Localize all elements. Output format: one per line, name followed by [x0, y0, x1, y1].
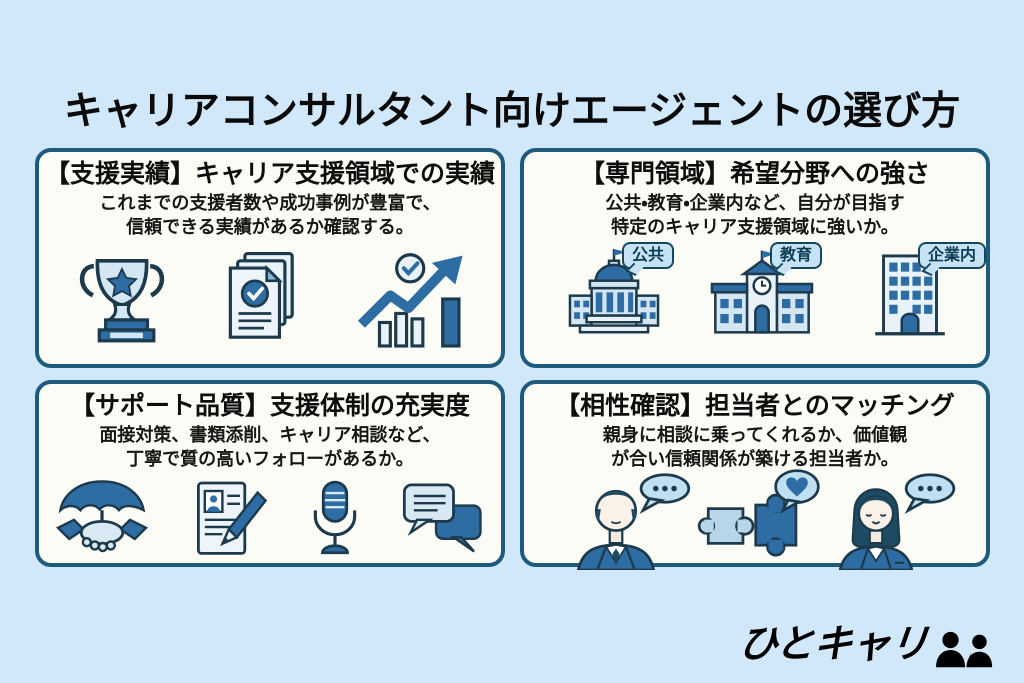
consultant-man-icon [566, 473, 691, 570]
card-support-results-body-line1: これまでの支援者数や成功事例が豊富で、 [99, 193, 441, 214]
chat-bubbles-icon [398, 478, 490, 560]
card-support-results-title: 【支援実績】キャリア支援領域での実績 [44, 160, 495, 188]
office-building-icon: 企業内 [836, 241, 987, 344]
card-support-results: 【支援実績】キャリア支援領域での実績 これまでの支援者数や成功事例が豊富で、 信… [35, 148, 505, 368]
card-specialty-fields-body-line2: 特定のキャリア支援領域に強いか。 [611, 217, 899, 237]
card-support-quality-body: 面接対策、書類添削、キャリア相談など、 丁寧で質の高いフォローがあるか。 [39, 424, 501, 472]
card-compatibility-check-body-line2: が合い信頼関係が築ける担当者か。 [611, 449, 899, 469]
card-support-quality-body-line2: 丁寧で質の高いフォローがあるか。 [126, 449, 414, 469]
card-specialty-fields-title: 【専門領域】希望分野への強さ [579, 160, 930, 188]
speech-dots-icon [902, 472, 958, 521]
field-label-corporate: 企業内 [918, 241, 987, 269]
documents-check-icon [214, 248, 314, 350]
puzzle-pieces-icon [690, 469, 820, 570]
umbrella-handshake-icon [50, 478, 154, 560]
card-support-quality-body-line1: 面接対策、書類添削、キャリア相談など、 [99, 425, 441, 446]
trophy-icon [72, 248, 172, 350]
heart-bubble-icon [770, 468, 824, 521]
card-specialty-fields: 【専門領域】希望分野への強さ 公共・教育・企業内など、自分が目指す 特定のキャリ… [520, 148, 990, 368]
brand-logo-text: ひとキャリ [736, 623, 930, 666]
card-compatibility-check: 【相性確認】担当者とのマッチング 親身に相談に乗ってくれるか、価値観 が合い信頼… [520, 380, 990, 570]
brand-logo: ひとキャリ [736, 613, 996, 669]
speech-dots-icon [636, 472, 692, 521]
resume-pen-icon [184, 478, 272, 560]
card-specialty-fields-body-line1: 公共・教育・企業内など、自分が目指す [605, 193, 905, 214]
cards-grid: 【支援実績】キャリア支援領域での実績 これまでの支援者数や成功事例が豊富で、 信… [35, 148, 990, 570]
card-support-quality: 【サポート品質】支援体制の充実度 面接対策、書類添削、キャリア相談など、 丁寧で… [35, 380, 505, 567]
growth-chart-icon [356, 248, 468, 350]
field-label-public: 公共 [622, 241, 675, 269]
card-support-results-body-line2: 信頼できる実績があるか確認する。 [126, 217, 414, 237]
government-building-icon: 公共 [540, 241, 688, 344]
card-support-quality-title: 【サポート品質】支援体制の充実度 [69, 392, 470, 420]
microphone-icon [302, 478, 368, 560]
card-compatibility-check-body-line1: 親身に相談に乗ってくれるか、価値観 [602, 425, 908, 446]
card-support-results-body: これまでの支援者数や成功事例が豊富で、 信頼できる実績があるか確認する。 [39, 192, 501, 240]
two-people-icon [934, 631, 996, 669]
school-building-icon: 教育 [688, 241, 836, 344]
page-title: キャリアコンサルタント向けエージェントの選び方 [63, 90, 961, 133]
card-specialty-fields-body: 公共・教育・企業内など、自分が目指す 特定のキャリア支援領域に強いか。 [524, 192, 986, 240]
card-compatibility-check-title: 【相性確認】担当者とのマッチング [555, 392, 955, 420]
consultant-woman-icon [826, 473, 956, 570]
field-label-education: 教育 [770, 241, 823, 269]
card-compatibility-check-body: 親身に相談に乗ってくれるか、価値観 が合い信頼関係が築ける担当者か。 [524, 424, 986, 472]
